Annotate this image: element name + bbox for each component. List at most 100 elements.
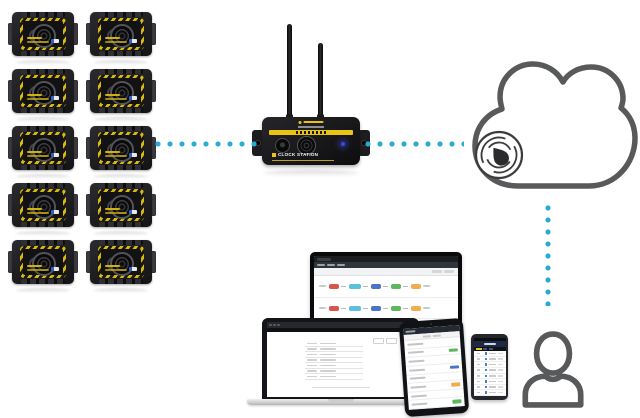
row-text-bar: [476, 386, 480, 388]
toolbar-chip: [432, 270, 442, 273]
workflow-connector: [363, 307, 368, 309]
sensor-blue-tag: [51, 210, 59, 214]
sensor-label-bar: [27, 94, 42, 96]
sensor-label-bar: [27, 151, 42, 153]
sensor-face-panel: [23, 135, 63, 162]
workflow-chip-teal: [348, 305, 361, 311]
workflow-chip-orange: [410, 283, 421, 289]
sensor-connector-icon: [32, 24, 56, 48]
sensor-device: [8, 181, 78, 229]
table-row: [305, 369, 363, 374]
sensor-label-bar: [27, 269, 49, 271]
workflow-connector: [403, 307, 408, 309]
gateway-yellow-stripe: [269, 129, 353, 135]
sensor-hazard-frame: [20, 132, 66, 164]
workflow-connector: [341, 285, 346, 287]
sensor-blue-tag: [51, 39, 59, 43]
sensor-enclosure: [90, 126, 152, 170]
workflow-chip-red: [328, 305, 339, 311]
cell-bar: [307, 375, 317, 377]
header-title-bar: [483, 343, 496, 345]
data-table: [305, 341, 363, 380]
sensor-hazard-frame: [20, 189, 66, 221]
phone-list-row: [473, 374, 506, 380]
browser-chrome-bar: [267, 322, 414, 328]
cell-bar: [320, 359, 336, 361]
sensor-hazard-frame: [98, 18, 144, 50]
sensor-side-clip: [151, 23, 156, 45]
workflow-connector: [383, 307, 388, 309]
cell-bar: [320, 370, 336, 372]
sensor-rib-fins: [21, 12, 65, 17]
sensor-label-bar: [105, 41, 127, 43]
sensor-device: [86, 238, 156, 286]
row-text-bar: [409, 368, 426, 372]
row-status-chip: [451, 382, 461, 387]
sensor-rib-fins: [21, 222, 65, 227]
app-toolbar: [314, 268, 458, 276]
phone-list-row: [473, 390, 506, 396]
page-action-buttons: [373, 338, 397, 344]
user-icon: [522, 331, 584, 408]
workflow-text-bar: [319, 285, 326, 288]
sensor-hazard-frame: [98, 189, 144, 221]
row-blue-dot: [484, 368, 487, 372]
nav-item-bar: [327, 264, 335, 266]
sensor-rib-fins: [99, 108, 143, 113]
sensor-rib-fins: [21, 69, 65, 74]
row-text-bar: [488, 380, 497, 383]
sensor-enclosure: [12, 183, 74, 227]
sensor-label-bar: [105, 265, 120, 267]
phone-list-row: [473, 379, 506, 385]
workflow-chip-teal: [348, 283, 361, 289]
sensor-rib-fins: [99, 69, 143, 74]
table-row: [305, 352, 363, 358]
row-text-bar: [476, 358, 480, 360]
workflow-text-bar: [423, 285, 430, 288]
cell-bar: [320, 353, 336, 355]
sensor-device: [86, 181, 156, 229]
row-text-bar: [488, 391, 497, 394]
sensor-side-clip: [86, 80, 91, 102]
sensor-face-panel: [101, 21, 141, 48]
row-text-bar: [488, 358, 497, 360]
link-sensors-to-gateway: [152, 141, 258, 147]
workflow-chip-blue: [370, 305, 381, 311]
row-text-bar: [498, 369, 503, 371]
sensor-label-bar: [105, 37, 120, 39]
toolbar-item-bar: [483, 348, 487, 350]
sensor-rib-fins: [21, 279, 65, 284]
workflow-connector: [341, 307, 346, 309]
sensor-side-clip: [86, 137, 91, 159]
phone-list-row: [473, 357, 506, 363]
sensor-side-clip: [86, 194, 91, 216]
cloud-icon: [472, 61, 638, 189]
browser-tab-bar: [314, 256, 458, 262]
row-blue-dot: [484, 374, 487, 378]
sensor-rib-fins: [21, 183, 65, 188]
laptop-screen: [267, 322, 414, 397]
sensor-enclosure: [90, 183, 152, 227]
sensor-side-clip: [8, 194, 13, 216]
phone-toolbar: [473, 347, 506, 351]
sensor-rib-fins: [99, 183, 143, 188]
sensor-side-clip: [73, 23, 78, 45]
gateway-enclosure: CLOCK STATION: [262, 117, 360, 165]
sensor-label-bar: [27, 37, 42, 39]
table-row: [305, 347, 363, 352]
gateway-subtitle-bar: [298, 126, 324, 128]
workflow-text-bar: [423, 307, 430, 309]
sensor-device: [8, 10, 78, 58]
header-text-bar: [405, 330, 416, 333]
row-text-bar: [488, 363, 497, 366]
row-blue-dot: [484, 357, 487, 361]
sensor-connector-icon: [110, 24, 134, 48]
gateway-mount-flange: [252, 130, 264, 156]
sensor-face-panel: [23, 192, 63, 219]
subheader-bar: [432, 333, 441, 337]
sensor-device: [8, 67, 78, 115]
gateway-device: CLOCK STATION: [250, 20, 372, 172]
sensor-rib-fins: [99, 222, 143, 227]
sensor-label-bar: [27, 265, 42, 267]
sensor-label-bar: [27, 98, 49, 100]
